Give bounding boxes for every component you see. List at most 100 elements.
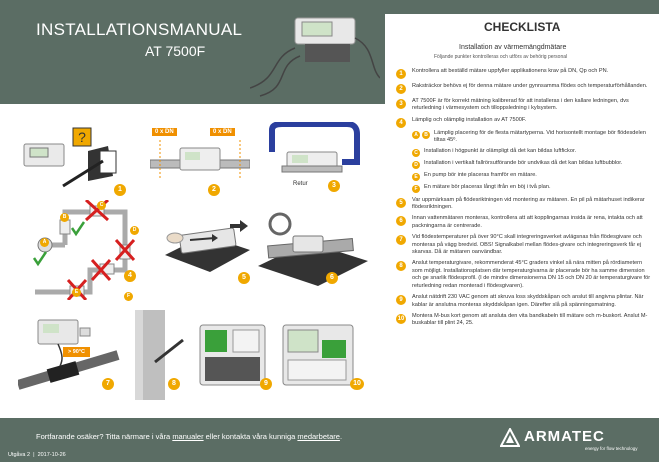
list-item: 10 Montera M-bus kort genom att ansluta … xyxy=(396,313,654,328)
meter-header-image xyxy=(250,17,380,97)
sub-item-text: Installation i vertikalt fallrörsutföran… xyxy=(424,159,623,166)
edition-label: Utgåva 2 xyxy=(8,452,31,458)
dn-label-left: 0 x DN xyxy=(152,128,177,136)
figure-badge-8: 8 xyxy=(168,378,180,390)
list-item: 1 Kontrollera att beställd mätare uppfyl… xyxy=(396,68,654,79)
item-text: Vid flödestemperaturer på över 90°C skal… xyxy=(412,234,642,256)
checklist-subtitle: Installation av värmemängdmätare xyxy=(459,44,567,51)
sub-item-letter: D xyxy=(412,160,420,169)
figure-6-gasket-check xyxy=(258,212,368,286)
letter-f: F xyxy=(124,292,133,301)
armatec-logo-icon xyxy=(500,428,520,447)
item-text: Anslut temperaturgivare, rekommenderat 4… xyxy=(412,260,651,289)
figure-badge-9: 9 xyxy=(260,378,272,390)
retur-label: Retur xyxy=(293,181,308,187)
footer-text-end: . xyxy=(339,432,343,441)
footer-help-text: Fortfarande osäker? Titta närmare i våra… xyxy=(36,432,342,441)
list-item: 5 Var uppmärksam på flödesriktningen vid… xyxy=(396,197,654,212)
sub-item-text: En mätare bör placeras långt ifrån en bö… xyxy=(424,183,551,190)
letter-c: C xyxy=(97,201,106,210)
sub-item-text: Installation i högpunkt är olämpligt då … xyxy=(424,147,577,154)
page-title: INSTALLATIONSMANUAL xyxy=(36,20,243,39)
sub-item-letter: B xyxy=(422,130,430,139)
figure-9-power-connection xyxy=(199,324,266,386)
sub-item-letters: A B xyxy=(412,130,432,139)
checklist-note: Följande punkter kontrolleras och utförs… xyxy=(434,54,568,60)
item-number: 4 xyxy=(396,117,406,128)
checklist-panel xyxy=(385,0,659,462)
figure-2-straight-pipe xyxy=(150,140,250,180)
item-text: AT 7500F är för korrekt mätning kalibrer… xyxy=(412,98,629,112)
manuals-link[interactable]: manualer xyxy=(172,432,204,441)
checklist-header-bar xyxy=(385,0,659,14)
figure-badge-5: 5 xyxy=(238,272,250,284)
item-number: 7 xyxy=(396,235,406,246)
figure-4-pipe-layout xyxy=(32,200,136,300)
left-panel: INSTALLATIONSMANUAL AT 7500F ? 1 0 x DN … xyxy=(0,0,385,400)
list-item: 2 Raksträckor behövs ej för denna mätare… xyxy=(396,83,654,94)
list-item: 3 AT 7500F är för korrekt mätning kalibr… xyxy=(396,98,654,113)
figure-3-return-pipe xyxy=(269,122,360,173)
model-name: AT 7500F xyxy=(145,43,206,59)
sub-item: A B Lämplig placering för de flesta mäta… xyxy=(412,130,654,145)
item-text: Raksträckor behövs ej för denna mätare u… xyxy=(412,83,648,89)
footer-text-mid: eller kontakta våra kunniga xyxy=(203,432,298,441)
dn-label-right: 0 x DN xyxy=(210,128,235,136)
item-number: 3 xyxy=(396,99,406,109)
sub-item: E En pump bör inte placeras framför en m… xyxy=(412,172,654,181)
checklist-items: 1 Kontrollera att beställd mätare uppfyl… xyxy=(396,68,654,332)
letter-d: D xyxy=(130,226,139,235)
sub-item: D Installation i vertikalt fallrörsutför… xyxy=(412,160,654,169)
item-text: Montera M-bus kort genom att ansluta den… xyxy=(412,312,648,327)
letter-b: B xyxy=(60,213,69,222)
item-text: Var uppmärksam på flödesriktningen vid m… xyxy=(412,196,645,211)
footer-text-before: Fortfarande osäker? Titta närmare i våra xyxy=(36,432,173,441)
armatec-logo: ARMATEC xyxy=(524,428,605,445)
list-item: 6 Innan vattenmätaren monteras, kontroll… xyxy=(396,215,654,230)
item-number: 8 xyxy=(396,261,406,272)
sub-item-letter: A xyxy=(412,130,420,139)
list-item: 8 Anslut temperaturgivare, rekommenderat… xyxy=(396,260,654,290)
figure-5-flow-direction xyxy=(165,220,250,272)
figure-badge-4: 4 xyxy=(124,270,136,282)
figure-1-meter-check: ? xyxy=(23,127,117,188)
sub-item: C Installation i högpunkt är olämpligt d… xyxy=(412,148,654,157)
temperature-label: > 90°C xyxy=(63,347,91,357)
sub-item-letter: C xyxy=(412,148,420,157)
sub-item-letter: E xyxy=(412,172,420,181)
item-number: 6 xyxy=(396,216,406,227)
figure-badge-6: 6 xyxy=(326,272,338,284)
list-item: 7 Vid flödestemperaturer på över 90°C sk… xyxy=(396,234,654,256)
footer-bar xyxy=(0,418,659,462)
item-number: 5 xyxy=(396,197,406,208)
footer-meta: Utgåva 2 | 2017-10-26 xyxy=(8,452,66,458)
letter-a: A xyxy=(40,238,49,247)
item-text: Lämplig och olämplig installation av AT … xyxy=(412,116,527,123)
letter-e: E xyxy=(72,288,81,297)
item-number: 10 xyxy=(396,313,406,324)
figure-badge-2: 2 xyxy=(208,184,220,196)
item-text: Innan vattenmätaren monteras, kontroller… xyxy=(412,215,643,229)
item-text: Kontrollera att beställd mätare uppfylle… xyxy=(412,68,609,74)
figure-badge-7: 7 xyxy=(102,378,114,390)
item-number: 1 xyxy=(396,69,406,79)
figure-badge-1: 1 xyxy=(114,184,126,196)
sub-item-text: Lämplig placering för de flesta mätartyp… xyxy=(434,129,646,144)
brand-tagline: energy for flow technology xyxy=(585,446,638,451)
figure-badge-3: 3 xyxy=(328,180,340,192)
figure-8-temperature-sensor xyxy=(135,310,184,400)
list-item: 9 Anslut nätdrift 230 VAC genom att skru… xyxy=(396,294,654,309)
sub-item: F En mätare bör placeras långt ifrån en … xyxy=(412,184,654,193)
sub-item-letter: F xyxy=(412,184,420,193)
checklist-title: CHECKLISTA xyxy=(484,20,561,34)
list-item: 4 Lämplig och olämplig installation av A… xyxy=(396,117,654,128)
item-number: 9 xyxy=(396,295,406,306)
figure-7-wall-mount xyxy=(18,319,120,390)
figure-10-mbus-card xyxy=(282,324,354,386)
item-text: Anslut nätdrift 230 VAC genom att skruva… xyxy=(412,294,644,308)
svg-text:?: ? xyxy=(78,129,86,145)
staff-link[interactable]: medarbetare xyxy=(297,432,340,441)
item-number: 2 xyxy=(396,84,406,94)
sub-item-text: En pump bör inte placeras framför en mät… xyxy=(424,171,537,178)
figure-badge-10: 10 xyxy=(350,378,364,390)
